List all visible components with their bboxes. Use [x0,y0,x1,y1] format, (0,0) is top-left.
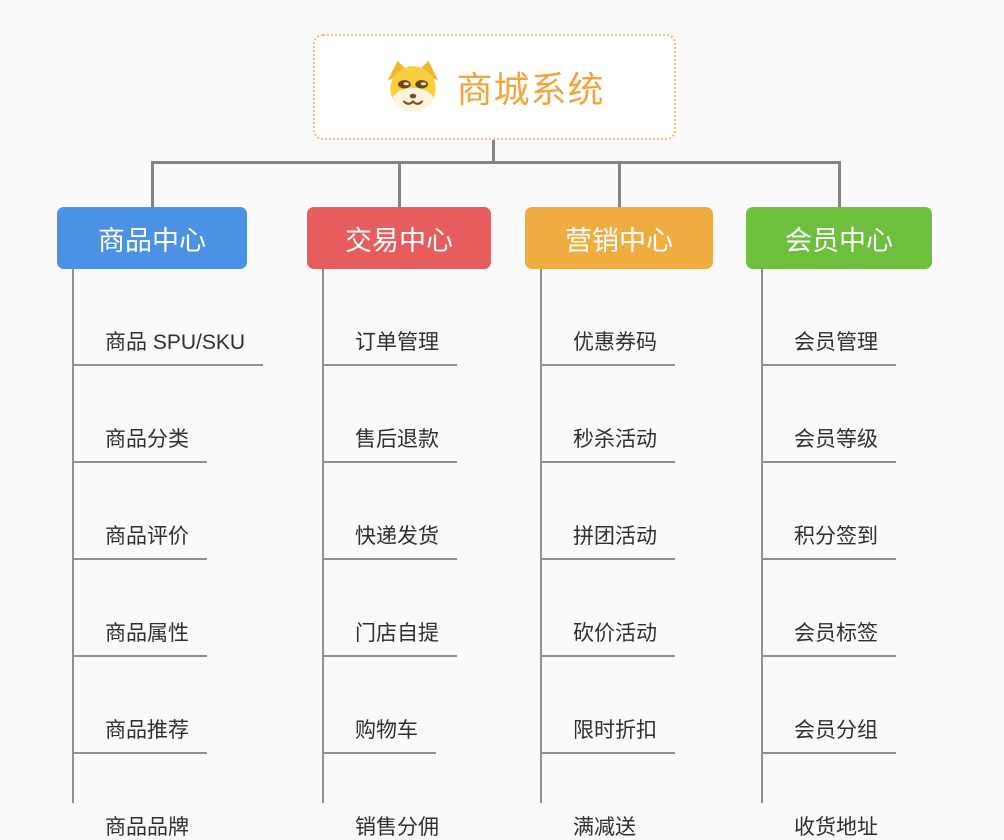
child-node-3-1[interactable]: 会员等级 [761,366,896,463]
branch-column-3: 会员管理会员等级积分签到会员标签会员分组收货地址 [761,269,896,840]
branch-node-2[interactable]: 营销中心 [525,207,713,269]
child-node-1-0[interactable]: 订单管理 [322,269,457,366]
branch-spine-1 [322,269,324,803]
branch-node-3[interactable]: 会员中心 [746,207,932,269]
connector-branch-drop-2 [618,161,621,207]
connector-bus [151,161,841,164]
child-node-3-3[interactable]: 会员标签 [761,560,896,657]
child-node-1-4[interactable]: 购物车 [322,657,436,754]
branch-spine-2 [540,269,542,803]
child-node-0-4[interactable]: 商品推荐 [72,657,207,754]
child-node-0-5[interactable]: 商品品牌 [72,754,207,840]
branch-spine-3 [761,269,763,803]
branch-spine-0 [72,269,74,803]
connector-branch-drop-0 [151,161,154,207]
connector-branch-drop-3 [838,161,841,207]
branch-node-0[interactable]: 商品中心 [57,207,247,269]
branch-node-1[interactable]: 交易中心 [307,207,491,269]
child-node-2-0[interactable]: 优惠券码 [540,269,675,366]
child-node-1-3[interactable]: 门店自提 [322,560,457,657]
dog-face-icon [388,60,439,112]
child-node-3-0[interactable]: 会员管理 [761,269,896,366]
child-node-1-2[interactable]: 快递发货 [322,463,457,560]
child-node-0-0[interactable]: 商品 SPU/SKU [72,269,264,366]
root-node[interactable]: 商城系统 [313,34,676,140]
root-title: 商城系统 [456,69,605,110]
child-node-2-1[interactable]: 秒杀活动 [540,366,675,463]
branch-column-1: 订单管理售后退款快递发货门店自提购物车销售分佣 [322,269,457,840]
connector-branch-drop-1 [398,161,401,207]
child-node-3-5[interactable]: 收货地址 [761,754,896,840]
branch-column-2: 优惠券码秒杀活动拼团活动砍价活动限时折扣满减送 [540,269,675,840]
child-node-0-3[interactable]: 商品属性 [72,560,207,657]
child-node-2-2[interactable]: 拼团活动 [540,463,675,560]
child-node-2-5[interactable]: 满减送 [540,754,654,840]
connector-root-drop [492,140,495,164]
child-node-2-3[interactable]: 砍价活动 [540,560,675,657]
child-node-3-2[interactable]: 积分签到 [761,463,896,560]
child-node-0-1[interactable]: 商品分类 [72,366,207,463]
child-node-0-2[interactable]: 商品评价 [72,463,207,560]
child-node-1-1[interactable]: 售后退款 [322,366,457,463]
child-node-2-4[interactable]: 限时折扣 [540,657,675,754]
child-node-3-4[interactable]: 会员分组 [761,657,896,754]
child-node-1-5[interactable]: 销售分佣 [322,754,457,840]
